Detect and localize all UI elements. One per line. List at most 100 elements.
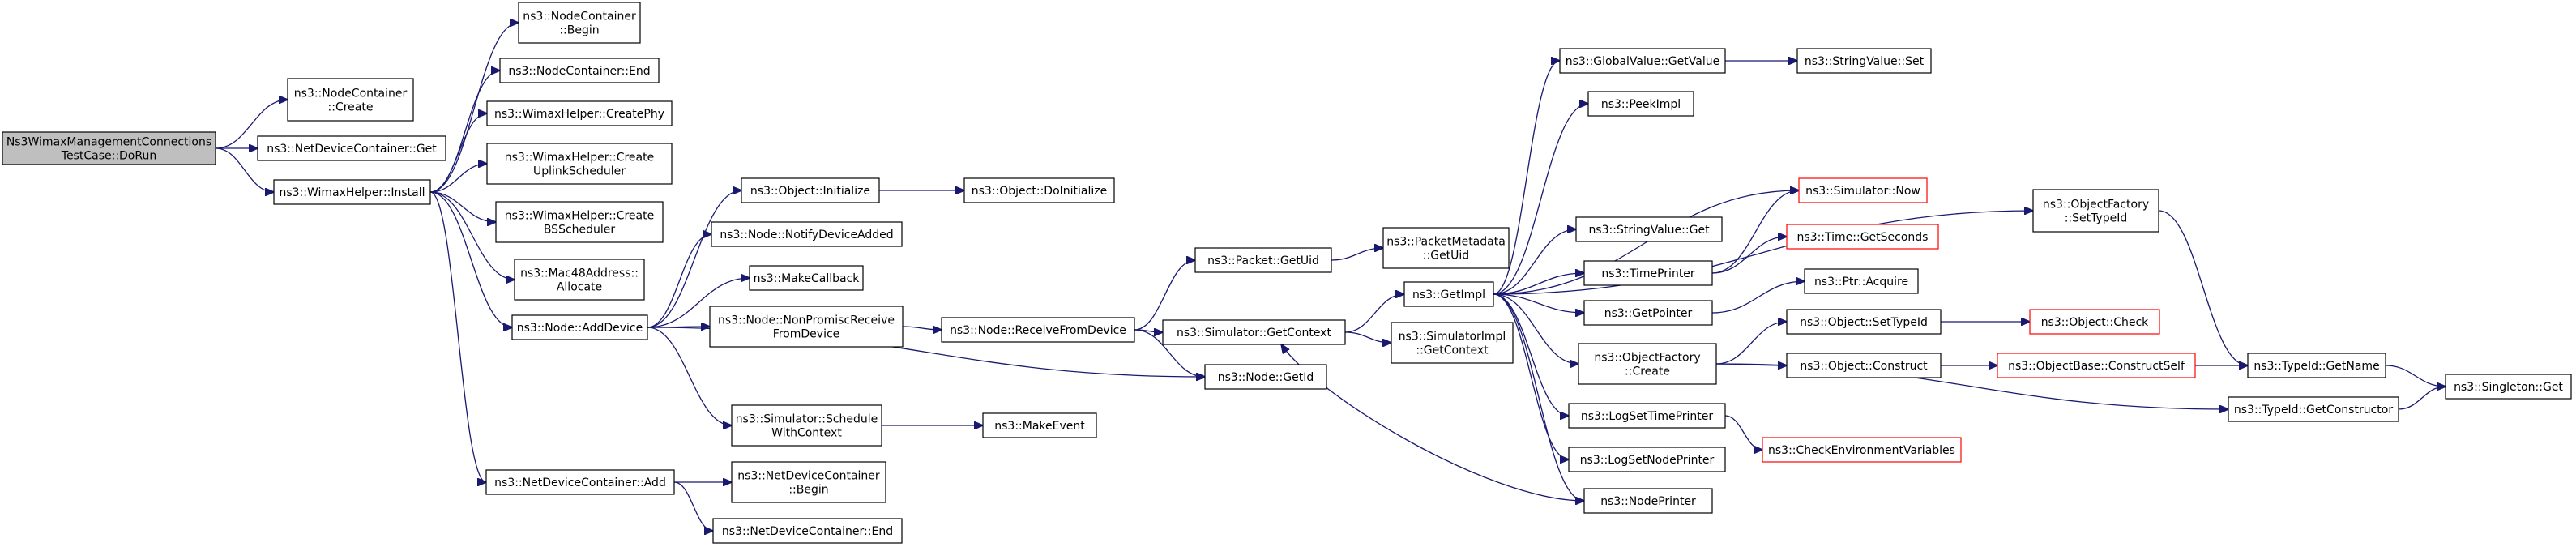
node-box[interactable]: [1786, 353, 1942, 378]
node-obj_check[interactable]: ns3::Object::Check: [2029, 309, 2160, 335]
node-box[interactable]: [1575, 216, 1723, 242]
node-of_create[interactable]: ns3::ObjectFactory::Create: [1578, 343, 1717, 385]
node-box[interactable]: [486, 143, 673, 185]
node-box[interactable]: [1583, 488, 1713, 514]
node-ndc_begin[interactable]: ns3::NetDeviceContainer::Begin: [731, 461, 886, 503]
node-box[interactable]: [499, 58, 660, 83]
node-box[interactable]: [1162, 319, 1346, 345]
node-box[interactable]: [1798, 177, 1928, 203]
node-box[interactable]: [2228, 396, 2399, 422]
node-box[interactable]: [287, 78, 414, 122]
node-of_settypeid[interactable]: ns3::ObjectFactory::SetTypeId: [2032, 189, 2159, 233]
node-ptr_acquire[interactable]: ns3::Ptr::Acquire: [1804, 268, 1919, 294]
node-box[interactable]: [1382, 227, 1510, 269]
node-box[interactable]: [1204, 364, 1327, 390]
node-singleton_get[interactable]: ns3::Singleton::Get: [2445, 374, 2572, 400]
node-getimpl[interactable]: ns3::GetImpl: [1403, 281, 1494, 307]
node-box[interactable]: [741, 177, 880, 203]
node-sim_getctx[interactable]: ns3::Simulator::GetContext: [1162, 319, 1346, 345]
node-box[interactable]: [1786, 309, 1942, 335]
node-root[interactable]: Ns3WimaxManagementConnectionsTestCase::D…: [2, 131, 216, 165]
node-box[interactable]: [2032, 189, 2159, 233]
node-typeid_getctor[interactable]: ns3::TypeId::GetConstructor: [2228, 396, 2399, 422]
node-wh_createphy[interactable]: ns3::WimaxHelper::CreatePhy: [486, 100, 673, 126]
node-notify[interactable]: ns3::Node::NotifyDeviceAdded: [711, 221, 903, 247]
node-box[interactable]: [273, 179, 431, 205]
node-box[interactable]: [963, 177, 1115, 203]
node-box[interactable]: [1583, 260, 1713, 286]
node-box[interactable]: [257, 135, 446, 161]
node-nc_create[interactable]: ns3::NodeContainer::Create: [287, 78, 414, 122]
node-sv_get[interactable]: ns3::StringValue::Get: [1575, 216, 1723, 242]
node-box[interactable]: [518, 2, 641, 44]
node-mac48[interactable]: ns3::Mac48Address::Allocate: [514, 259, 645, 301]
node-sv_set[interactable]: ns3::StringValue::Set: [1796, 48, 1932, 74]
node-sim_now[interactable]: ns3::Simulator::Now: [1798, 177, 1928, 203]
node-simimpl_getctx[interactable]: ns3::SimulatorImpl::GetContext: [1391, 322, 1514, 364]
node-box[interactable]: [2029, 309, 2160, 335]
node-box[interactable]: [1804, 268, 1919, 294]
node-box[interactable]: [731, 404, 882, 447]
node-box[interactable]: [1568, 403, 1726, 429]
node-checkenv[interactable]: ns3::CheckEnvironmentVariables: [1762, 437, 1962, 463]
node-makeevent[interactable]: ns3::MakeEvent: [982, 412, 1097, 438]
node-box[interactable]: [711, 221, 903, 247]
node-box[interactable]: [2247, 353, 2386, 378]
node-box[interactable]: [2445, 374, 2572, 400]
node-box[interactable]: [941, 317, 1135, 343]
node-box[interactable]: [1796, 48, 1932, 74]
node-packet_getuid[interactable]: ns3::Packet::GetUid: [1194, 247, 1332, 273]
node-nodeprinter[interactable]: ns3::NodePrinter: [1583, 488, 1713, 514]
node-box[interactable]: [1587, 91, 1694, 117]
node-ob_constructself[interactable]: ns3::ObjectBase::ConstructSelf: [1997, 353, 2196, 378]
node-node_getid[interactable]: ns3::Node::GetId: [1204, 364, 1327, 390]
node-obj_doinit[interactable]: ns3::Object::DoInitialize: [963, 177, 1115, 203]
node-timeprinter[interactable]: ns3::TimePrinter: [1583, 260, 1713, 286]
node-box[interactable]: [982, 412, 1097, 438]
node-receivefrom[interactable]: ns3::Node::ReceiveFromDevice: [941, 317, 1135, 343]
node-box[interactable]: [2, 131, 216, 165]
node-peekimpl[interactable]: ns3::PeekImpl: [1587, 91, 1694, 117]
node-box[interactable]: [1578, 343, 1717, 385]
node-box[interactable]: [495, 201, 664, 243]
node-box[interactable]: [486, 100, 673, 126]
node-box[interactable]: [1568, 447, 1726, 472]
node-box[interactable]: [1194, 247, 1332, 273]
node-box[interactable]: [485, 469, 675, 495]
node-box[interactable]: [712, 518, 903, 544]
node-box[interactable]: [731, 461, 886, 503]
node-getpointer[interactable]: ns3::GetPointer: [1583, 300, 1713, 326]
node-box[interactable]: [511, 314, 648, 340]
node-pm_getuid[interactable]: ns3::PacketMetadata::GetUid: [1382, 227, 1510, 269]
node-box[interactable]: [1403, 281, 1494, 307]
node-box[interactable]: [709, 306, 904, 348]
node-node_adddevice[interactable]: ns3::Node::AddDevice: [511, 314, 648, 340]
node-box[interactable]: [1997, 353, 2196, 378]
node-makecallback[interactable]: ns3::MakeCallback: [749, 265, 864, 291]
node-box[interactable]: [514, 259, 645, 301]
node-ndc_get[interactable]: ns3::NetDeviceContainer::Get: [257, 135, 446, 161]
node-logsetnode[interactable]: ns3::LogSetNodePrinter: [1568, 447, 1726, 472]
node-box[interactable]: [1559, 48, 1726, 74]
node-obj_construct[interactable]: ns3::Object::Construct: [1786, 353, 1942, 378]
node-box[interactable]: [749, 265, 864, 291]
node-nc_end[interactable]: ns3::NodeContainer::End: [499, 58, 660, 83]
node-box[interactable]: [1762, 437, 1962, 463]
node-time_getseconds[interactable]: ns3::Time::GetSeconds: [1786, 224, 1939, 250]
node-wimax_install[interactable]: ns3::WimaxHelper::Install: [273, 179, 431, 205]
node-logsettime[interactable]: ns3::LogSetTimePrinter: [1568, 403, 1726, 429]
node-gv_getvalue[interactable]: ns3::GlobalValue::GetValue: [1559, 48, 1726, 74]
node-ndc_add[interactable]: ns3::NetDeviceContainer::Add: [485, 469, 675, 495]
node-nc_begin[interactable]: ns3::NodeContainer::Begin: [518, 2, 641, 44]
node-typeid_getname[interactable]: ns3::TypeId::GetName: [2247, 353, 2386, 378]
node-box[interactable]: [1391, 322, 1514, 364]
node-box[interactable]: [1583, 300, 1713, 326]
node-obj_settypeid[interactable]: ns3::Object::SetTypeId: [1786, 309, 1942, 335]
node-obj_initialize[interactable]: ns3::Object::Initialize: [741, 177, 880, 203]
node-ndc_end[interactable]: ns3::NetDeviceContainer::End: [712, 518, 903, 544]
node-box[interactable]: [1786, 224, 1939, 250]
